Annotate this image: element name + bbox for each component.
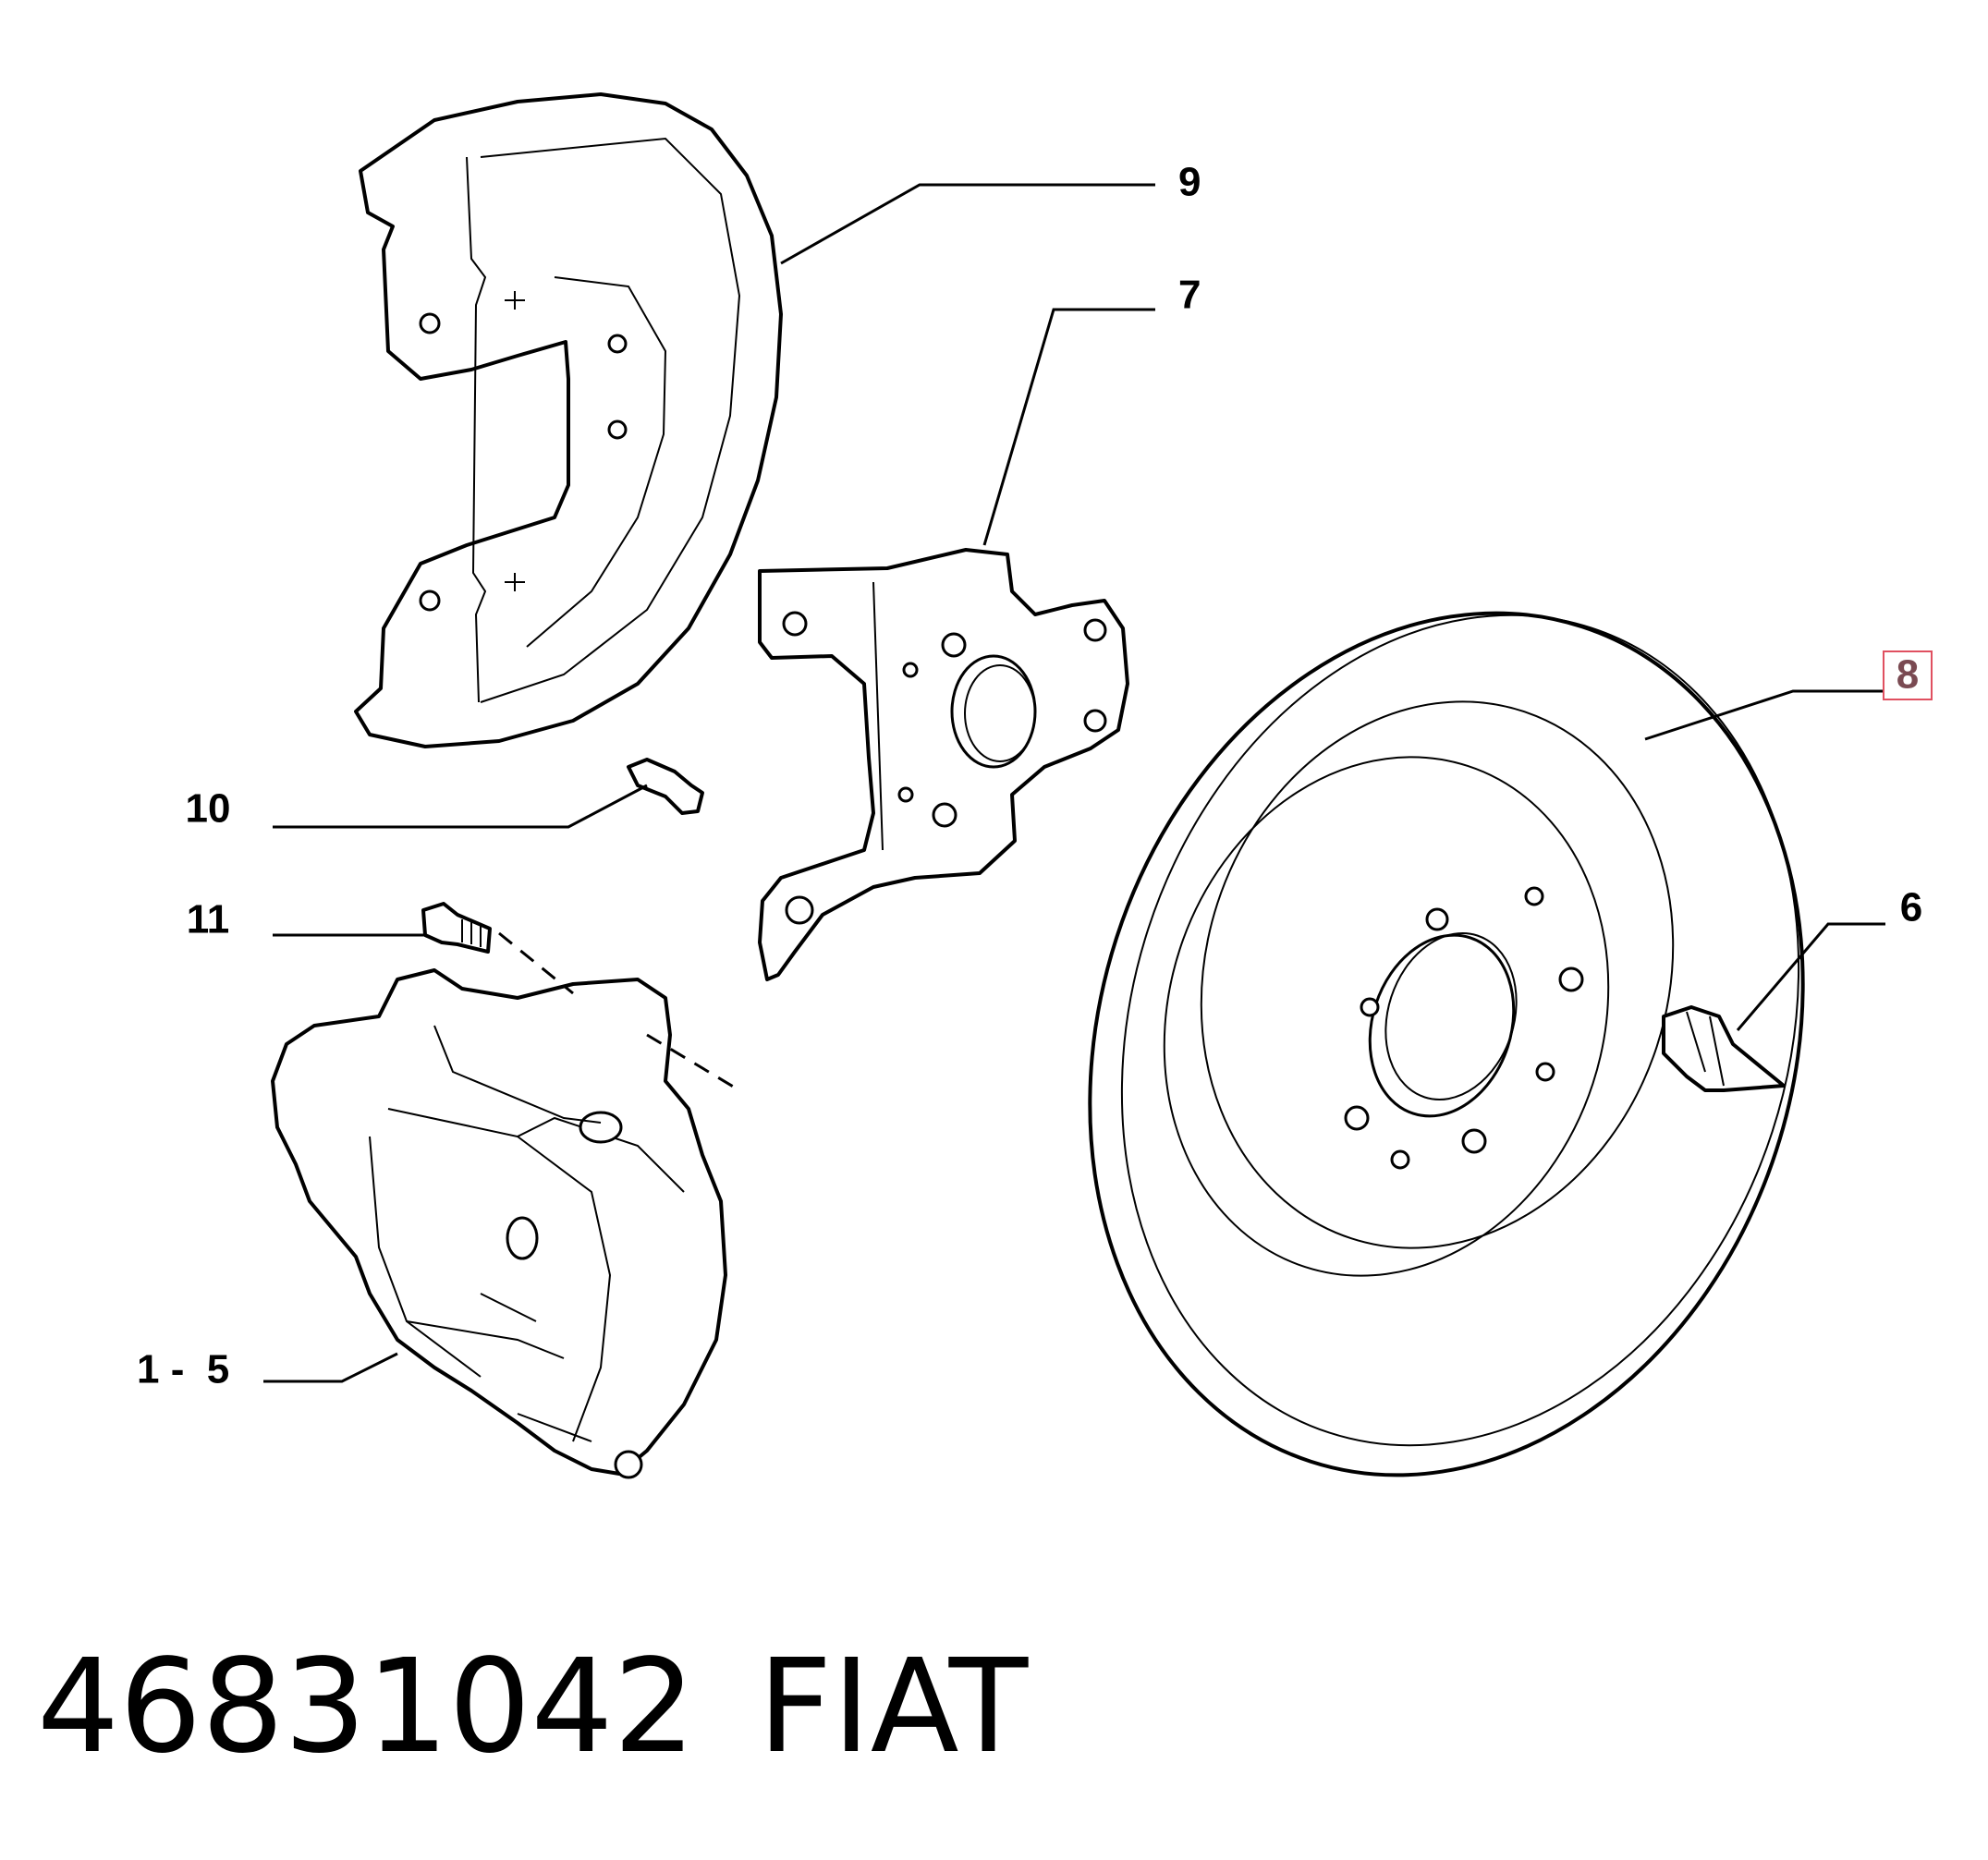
- brake-disc-part: [1088, 611, 1805, 1477]
- brake-caliper-part: [271, 968, 727, 1479]
- callout-11: 11: [187, 897, 230, 942]
- bolt-11-part: [421, 902, 492, 954]
- leader-lines: [263, 183, 1885, 1383]
- highlight-box: [1883, 650, 1933, 700]
- assembly-lines: [498, 931, 740, 1092]
- dust-shield-part: [354, 92, 783, 748]
- callout-8: 8: [1897, 652, 1919, 698]
- wheel-stud-part: [1662, 1005, 1786, 1092]
- callout-10: 10: [186, 786, 231, 832]
- part-number: 46831042: [37, 1632, 696, 1782]
- callout-9: 9: [1178, 160, 1201, 205]
- callout-7: 7: [1178, 273, 1201, 318]
- callout-1-5: 1 - 5: [137, 1347, 229, 1392]
- bolt-10-part: [627, 758, 704, 815]
- callout-6: 6: [1900, 885, 1922, 930]
- caliper-bracket-part: [758, 548, 1129, 981]
- brand-name: FIAT: [758, 1632, 1029, 1782]
